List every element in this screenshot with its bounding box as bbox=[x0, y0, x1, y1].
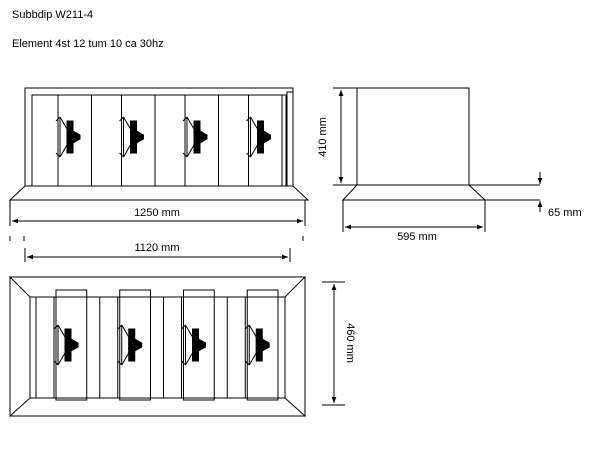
dim-top-depth-label: 460 mm bbox=[344, 323, 356, 363]
dim-width-inner bbox=[24, 248, 291, 262]
top-panel bbox=[119, 289, 151, 401]
drawing-title: Subbdip W211-4 bbox=[12, 9, 94, 21]
speaker-driver-icon bbox=[53, 324, 79, 366]
top-driver-panels bbox=[35, 289, 279, 401]
front-cabinet-outline bbox=[24, 87, 294, 187]
dim-width-base-label: 1250 mm bbox=[134, 207, 180, 219]
top-bevel-top bbox=[8, 276, 307, 298]
dim-width-base bbox=[9, 200, 306, 226]
side-cabinet bbox=[356, 87, 470, 186]
top-bevel-bottom bbox=[8, 397, 307, 417]
front-base bbox=[8, 185, 310, 201]
top-panel bbox=[55, 289, 88, 401]
front-driver-panels bbox=[55, 94, 283, 187]
dim-height bbox=[333, 87, 357, 186]
dim-base-height-label: 65 mm bbox=[548, 207, 582, 219]
top-spacer bbox=[163, 296, 182, 399]
top-spacer bbox=[226, 296, 246, 399]
speaker-driver-icon bbox=[55, 116, 81, 158]
dim-height-label: 410 mm bbox=[317, 117, 329, 157]
front-side-panel bbox=[286, 91, 294, 187]
dim-top-depth bbox=[322, 281, 345, 406]
front-view bbox=[8, 87, 310, 201]
top-spacer bbox=[99, 296, 119, 399]
tick-marks bbox=[9, 236, 304, 241]
top-panel bbox=[246, 289, 279, 401]
speaker-driver-icon bbox=[181, 324, 206, 366]
top-spacer bbox=[35, 296, 55, 399]
dim-depth-label: 595 mm bbox=[397, 231, 437, 243]
side-view bbox=[341, 87, 540, 232]
speaker-driver-icon bbox=[117, 324, 143, 366]
top-panel bbox=[183, 289, 215, 401]
speaker-driver-icon bbox=[244, 324, 270, 366]
speaker-driver-icon bbox=[182, 116, 208, 158]
dim-width-inner-label: 1120 mm bbox=[134, 242, 179, 254]
speaker-driver-icon bbox=[119, 116, 144, 158]
side-base bbox=[341, 184, 487, 201]
speaker-driver-icon bbox=[246, 116, 271, 158]
top-view bbox=[8, 276, 307, 417]
drawing-subtitle: Element 4st 12 tum 10 ca 30hz bbox=[12, 38, 164, 50]
